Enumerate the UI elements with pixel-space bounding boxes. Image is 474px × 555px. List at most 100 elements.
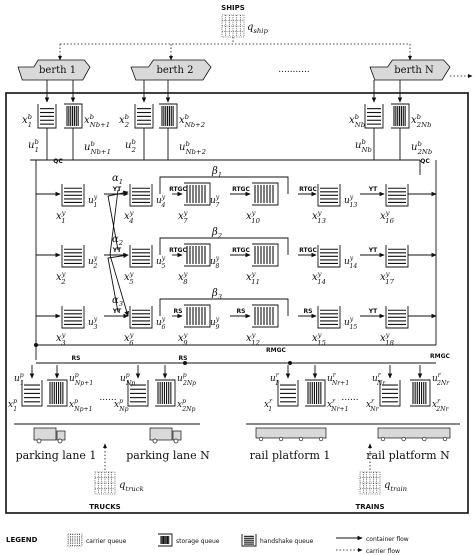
parking-queue-label-0-sup: p — [13, 398, 17, 405]
parking-queue-1-frame — [47, 379, 68, 407]
rail-queue-label-0-base: x — [264, 400, 269, 410]
truck-carrier-queue — [94, 471, 116, 495]
yard-queue-label-r1-c1-sub: 5 — [129, 278, 133, 286]
yard-beta-label-0: β1 — [211, 166, 222, 179]
rail-queue-label-3-sub: 2Nr — [435, 406, 449, 413]
q-truck-label: qtruck — [119, 480, 144, 493]
q-ship-label-base: q — [247, 22, 253, 33]
yard-queue-r1-c3-frame — [252, 243, 279, 267]
berth-ship-2 — [369, 59, 451, 81]
yard-control-label-r1-c0-base: u — [88, 257, 94, 267]
yard-beta-bypass-2 — [159, 298, 289, 316]
legend-handshake-label: handshake queue — [260, 538, 314, 545]
yard-queue-r1-c4 — [317, 245, 341, 268]
yard-queue-label-r0-c2-sub: 7 — [183, 217, 188, 225]
truck-2 — [149, 427, 182, 444]
parking-control-label-0-sup: p — [20, 372, 24, 379]
parking-control-label-3-base: u — [177, 374, 183, 384]
yard-queue-r0-c3 — [252, 182, 279, 206]
rail-queue-label-0-sub: 1 — [268, 406, 272, 413]
parking-queue-1 — [47, 379, 68, 407]
junction-dot — [183, 361, 187, 365]
ship-carrier-queue — [221, 14, 245, 38]
legend-handshake-swatch-frame — [241, 534, 257, 547]
yard-queue-r0-c5 — [385, 184, 409, 207]
yard-control-label-r2-c0-sup: y — [93, 316, 98, 323]
parking-control-label-0-base: u — [14, 374, 20, 384]
quay-control-label-0-sub: 1 — [35, 146, 39, 154]
yard-queue-label-r2-c5-sub: 18 — [385, 339, 394, 347]
rail-control-label-3-base: u — [432, 374, 438, 384]
yard-control-label-r0-c4-sub: 13 — [349, 202, 357, 209]
yard-queue-label-r0-c1-sup: y — [129, 209, 134, 217]
berth-ship-0 — [17, 59, 91, 81]
rail-queue-2-frame — [379, 380, 401, 407]
parking-ellipsis: ...... — [99, 393, 116, 403]
rail-control-label-0-sup: r — [276, 372, 280, 379]
yard-queue-r0-c3-frame — [252, 182, 279, 206]
yard-queue-label-r2-c1-base: x — [124, 333, 130, 344]
rail-queue-3 — [410, 379, 431, 407]
quay-queue-1-frame — [64, 103, 83, 129]
legend-carrier-flow-label: carrier flow — [366, 548, 400, 555]
legend-container-flow-label: container flow — [366, 536, 409, 543]
yard-queue-label-r0-c2-sup: y — [183, 209, 188, 217]
quay-queue-label-5-sup: b — [417, 113, 421, 121]
berth-ship-1 — [130, 59, 212, 81]
truck-2-wheel — [152, 438, 158, 444]
quay-queue-label-4-sup: b — [355, 113, 359, 121]
parking-queue-2 — [127, 380, 149, 407]
yard-queue-label-r1-c5-base: x — [380, 272, 386, 283]
yard-control-label-r1-c2-sup: y — [215, 255, 220, 262]
landside-rmgc-1: RMGC — [266, 347, 287, 354]
train-1-wheel — [278, 436, 284, 442]
legend-storage-swatch-frame — [158, 533, 173, 547]
parking-control-label-2-sup: p — [126, 372, 130, 379]
yard-queue-r2-c3-frame — [252, 304, 279, 328]
landside-rs-2: RS — [179, 355, 188, 362]
alpha-cross-2 — [107, 190, 129, 251]
yard-equipment-r0-c3: RTGC — [299, 186, 317, 193]
yard-queue-label-r0-c3-sub: 10 — [251, 217, 260, 225]
yard-control-label-r2-c1-sub: 6 — [161, 324, 165, 331]
yard-queue-label-r1-c2-sup: y — [183, 270, 188, 278]
yard-alpha-label-0-sub: 1 — [119, 178, 123, 186]
yard-alpha-label-1-sub: 2 — [118, 239, 123, 247]
truck-2-wheel — [173, 438, 179, 444]
quay-queue-5-frame — [391, 103, 410, 129]
quay-control-label-2-sub: 2 — [131, 146, 136, 154]
quay-control-label-3-base: u — [179, 142, 185, 153]
yard-queue-label-r0-c2-base: x — [178, 211, 184, 222]
yard-queue-label-r1-c4-base: x — [312, 272, 318, 283]
yard-queue-label-r1-c0-sub: 2 — [60, 278, 65, 286]
yard-queue-label-r0-c5-base: x — [380, 211, 386, 222]
quay-queue-0 — [37, 104, 57, 129]
quay-queue-2 — [134, 104, 154, 129]
quay-queue-label-3-sub: Nb+2 — [184, 121, 205, 129]
rail-control-label-1-base: u — [327, 374, 333, 384]
yard-queue-r1-c5-frame — [385, 245, 409, 268]
quay-queue-label-1-sup: b — [90, 113, 94, 121]
truck-1-cab — [56, 430, 66, 441]
train-2-wheel — [380, 436, 386, 442]
rail-control-label-1-sup: r — [333, 372, 337, 379]
truck-1-wheel — [36, 438, 42, 444]
yard-control-label-r1-c2-base: u — [210, 257, 216, 267]
yard-control-label-r0-c1-sub: 4 — [160, 202, 165, 209]
quay-queue-label-0-sub: 1 — [28, 121, 32, 129]
parking-control-label-1-sub: Np+1 — [74, 380, 93, 387]
